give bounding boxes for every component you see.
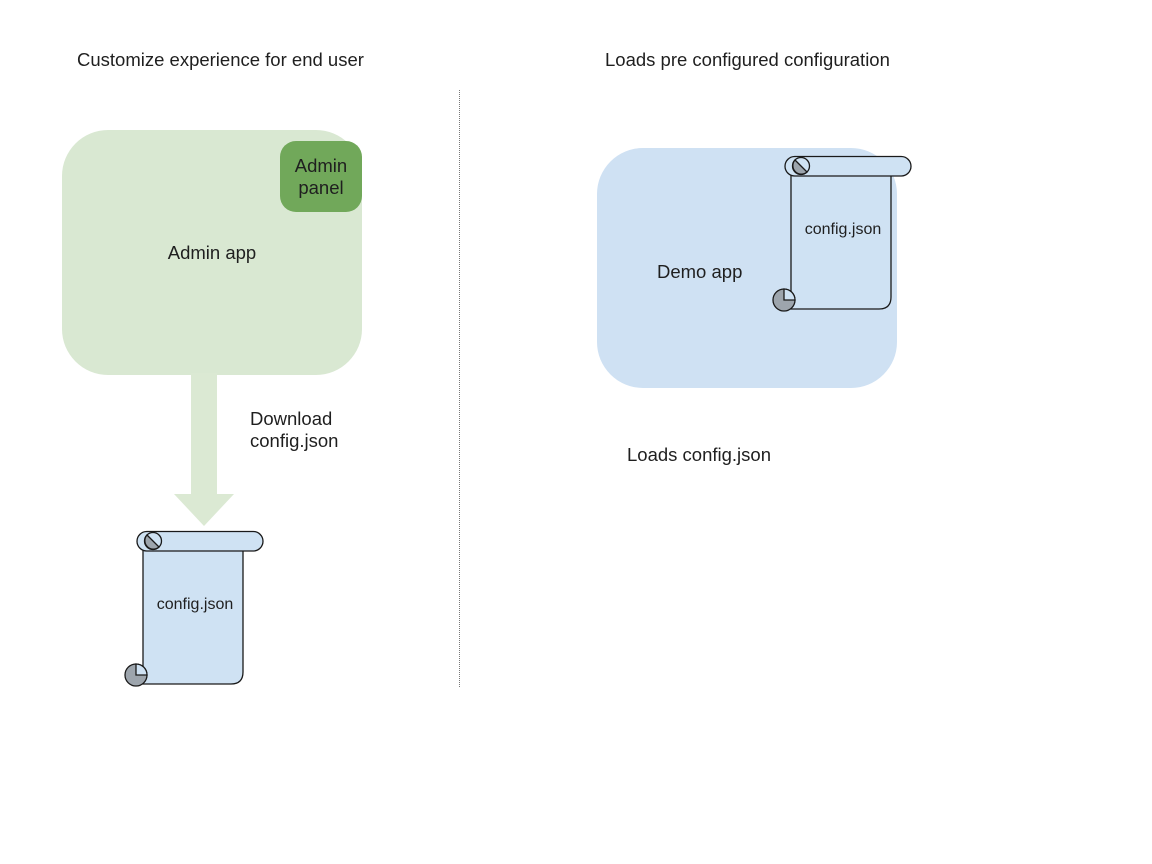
config-file-scroll-right: config.json bbox=[772, 155, 914, 313]
scroll-shape-icon bbox=[124, 530, 264, 687]
download-arrow-icon bbox=[174, 373, 234, 526]
config-file-label: config.json bbox=[156, 596, 234, 613]
config-file-scroll-left: config.json bbox=[124, 530, 266, 688]
section-divider bbox=[459, 90, 460, 687]
right-section-title: Loads pre configured configuration bbox=[605, 49, 890, 70]
admin-panel-box: Admin panel bbox=[280, 141, 362, 212]
config-file-label: config.json bbox=[804, 221, 882, 238]
scroll-shape-icon bbox=[772, 155, 912, 312]
loads-config-caption: Loads config.json bbox=[627, 444, 771, 465]
demo-app-label: Demo app bbox=[657, 261, 743, 282]
download-config-label: Download config.json bbox=[250, 408, 339, 451]
admin-panel-label: Admin panel bbox=[294, 154, 348, 198]
left-section-title: Customize experience for end user bbox=[77, 49, 364, 70]
admin-app-label: Admin app bbox=[167, 241, 257, 263]
